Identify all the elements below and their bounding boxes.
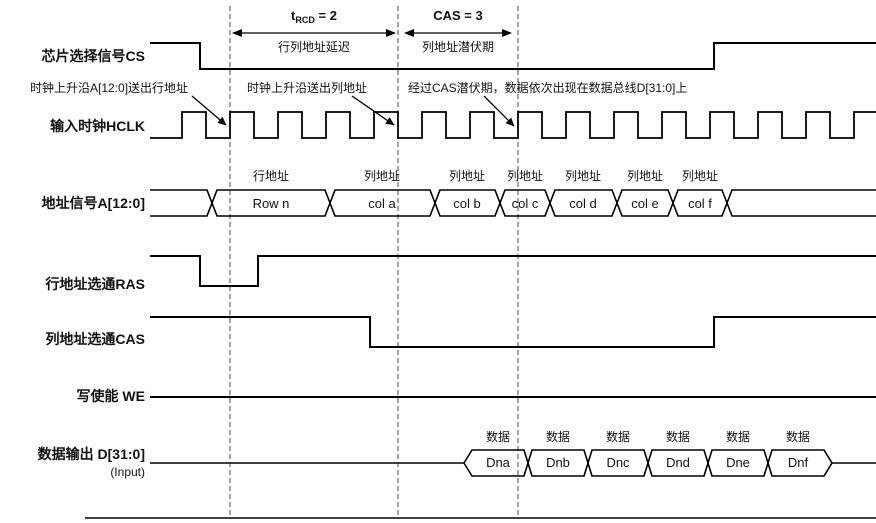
data-seg-value-2: Dnc — [606, 455, 630, 470]
addr-seg-label-2: 列地址 — [449, 169, 485, 183]
note-data-output: 经过CAS潜伏期，数据依次出现在数据总线D[31:0]上 — [408, 80, 687, 95]
data-sublabel: (Input) — [110, 465, 145, 479]
note-row-address: 时钟上升沿A[12:0]送出行地址 — [30, 80, 188, 95]
data-seg-value-0: Dna — [486, 455, 511, 470]
addr-seg-value-0: Row n — [253, 196, 290, 211]
addr-seg-value-2: col b — [453, 196, 480, 211]
addr-bus-rail-b — [150, 189, 876, 217]
ras-label: 行地址选通RAS — [44, 276, 145, 292]
trcd-arrowhead-right — [386, 29, 396, 37]
trcd-desc: 行列地址延迟 — [278, 40, 350, 54]
data-seg-label-0: 数据 — [486, 429, 510, 444]
ras-waveform — [150, 255, 876, 287]
addr-seg-value-3: col c — [512, 196, 539, 211]
addr-bus-rail-a — [150, 189, 876, 217]
data-bus-rail-b — [463, 449, 833, 477]
trcd-label: tRCD = 2 — [291, 8, 337, 25]
cs-label: 芯片选择信号CS — [42, 48, 145, 64]
addr-seg-label-1: 列地址 — [364, 169, 400, 183]
data-seg-label-3: 数据 — [666, 429, 690, 444]
cas-label: 列地址选通CAS — [45, 331, 145, 347]
data-seg-value-4: Dne — [726, 455, 750, 470]
hclk-waveform — [150, 111, 876, 139]
addr-seg-label-0: 行地址 — [253, 169, 289, 183]
trcd-arrowhead-left — [232, 29, 242, 37]
data-seg-value-1: Dnb — [546, 455, 570, 470]
cas-latency-arrowhead-left — [404, 29, 414, 37]
addr-seg-value-6: col f — [688, 196, 712, 211]
data-seg-label-1: 数据 — [546, 429, 570, 444]
addr-seg-label-3: 列地址 — [507, 169, 543, 183]
addr-seg-value-5: col e — [631, 196, 658, 211]
cas-latency-arrowhead-right — [502, 29, 512, 37]
data-seg-value-5: Dnf — [788, 455, 809, 470]
addr-seg-label-5: 列地址 — [627, 169, 663, 183]
addr-seg-label-6: 列地址 — [682, 169, 718, 183]
data-seg-value-3: Dnd — [666, 455, 690, 470]
cas-waveform — [150, 316, 876, 348]
note-col-address: 时钟上升沿送出列地址 — [247, 80, 367, 95]
addr-seg-label-4: 列地址 — [565, 169, 601, 183]
note-arrow-col — [351, 95, 395, 126]
cs-waveform — [150, 42, 876, 70]
data-seg-label-5: 数据 — [786, 429, 810, 444]
addr-seg-value-4: col d — [569, 196, 596, 211]
data-seg-label-2: 数据 — [606, 429, 630, 444]
addr-label: 地址信号A[12:0] — [42, 195, 145, 211]
data-label: 数据输出 D[31:0] — [38, 446, 145, 462]
note-arrow-data — [483, 95, 515, 127]
data-seg-label-4: 数据 — [726, 429, 750, 444]
we-label: 写使能 WE — [77, 388, 145, 404]
hclk-label: 输入时钟HCLK — [50, 118, 145, 134]
addr-seg-value-1: col a — [368, 196, 396, 211]
cas-latency-label: CAS = 3 — [433, 8, 483, 23]
note-arrow-row — [191, 95, 227, 126]
cas-latency-desc: 列地址潜伏期 — [422, 40, 494, 54]
